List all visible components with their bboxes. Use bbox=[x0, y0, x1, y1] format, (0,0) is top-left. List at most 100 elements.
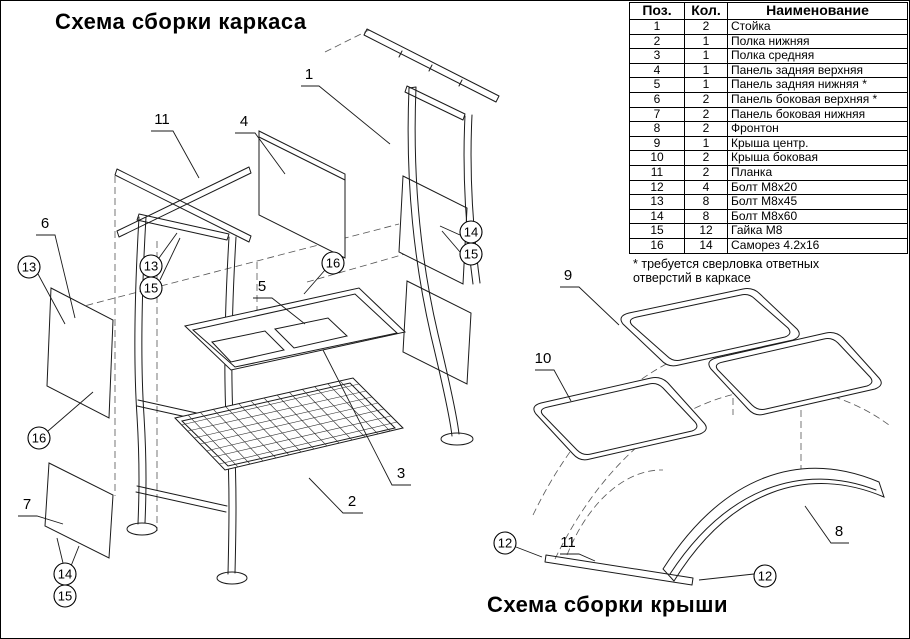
callout-balloon: 15 bbox=[139, 276, 163, 300]
name-cell: Болт М8х60 bbox=[727, 208, 908, 225]
pos-cell: 14 bbox=[629, 208, 685, 225]
name-cell: Болт М8х45 bbox=[727, 194, 908, 210]
pos-cell: 5 bbox=[629, 77, 685, 93]
pos-cell: 16 bbox=[629, 237, 685, 254]
qty-cell: 12 bbox=[684, 223, 728, 239]
callout-text: 8 bbox=[835, 523, 843, 540]
frame-diagram-title: Схема сборки каркаса bbox=[55, 9, 307, 34]
stand-foot bbox=[216, 571, 248, 585]
frame-assembly-drawing: 11 1 4 6 5 3 2 7 13 13 15 16 bbox=[17, 28, 500, 608]
pos-cell: 10 bbox=[629, 150, 685, 166]
callout-text: 7 bbox=[23, 496, 31, 513]
name-cell: Крыша боковая bbox=[727, 150, 908, 166]
callout-circled: 12 12 bbox=[493, 531, 777, 588]
pos-cell: 15 bbox=[629, 223, 685, 239]
callout-text: 3 bbox=[397, 465, 405, 482]
cross-planks bbox=[114, 166, 252, 243]
roof-diagram-title: Схема сборки крыши bbox=[487, 592, 729, 617]
name-cell: Панель задняя верхняя bbox=[727, 62, 908, 79]
pos-cell: 9 bbox=[629, 135, 685, 152]
name-cell: Панель боковая нижняя bbox=[727, 106, 908, 123]
qty-cell: 14 bbox=[684, 237, 728, 254]
roof-center-panel bbox=[620, 288, 800, 367]
parts-table-head: Поз. Кол. Наименование bbox=[629, 2, 908, 20]
qty-cell: 2 bbox=[684, 91, 728, 108]
pos-cell: 3 bbox=[629, 48, 685, 64]
roof-plank bbox=[544, 554, 694, 586]
top-bar bbox=[363, 28, 500, 103]
svg-text:12: 12 bbox=[498, 536, 512, 551]
table-header-row: Поз. Кол. Наименование bbox=[629, 2, 908, 20]
qty-cell: 2 bbox=[684, 150, 728, 166]
callout-plain: 9 10 11 8 bbox=[535, 267, 844, 551]
callout-balloon: 16 bbox=[321, 251, 345, 275]
name-cell: Панель боковая верхняя * bbox=[727, 91, 908, 108]
name-cell: Полка нижняя bbox=[727, 33, 908, 50]
callout-text: 5 bbox=[258, 278, 266, 295]
col-header-name: Наименование bbox=[727, 2, 908, 20]
name-cell: Фронтон bbox=[727, 121, 908, 137]
callout-text: 1 bbox=[305, 66, 313, 83]
callout-balloon: 16 bbox=[27, 426, 51, 450]
svg-text:14: 14 bbox=[464, 225, 478, 240]
stand-foot bbox=[440, 432, 474, 446]
qty-cell: 1 bbox=[684, 135, 728, 152]
callout-balloon: 12 bbox=[753, 564, 777, 588]
right-stand bbox=[404, 85, 481, 446]
qty-cell: 8 bbox=[684, 208, 728, 225]
fronton-panel bbox=[662, 467, 885, 582]
svg-text:15: 15 bbox=[464, 247, 478, 262]
stand-foot bbox=[126, 522, 158, 536]
pos-cell: 11 bbox=[629, 164, 685, 181]
qty-cell: 2 bbox=[684, 19, 728, 35]
name-cell: Саморез 4.2х16 bbox=[727, 237, 908, 254]
callout-text: 9 bbox=[564, 267, 572, 284]
callout-circled: 13 13 15 16 14 15 bbox=[17, 220, 483, 608]
svg-text:16: 16 bbox=[32, 431, 46, 446]
qty-cell: 4 bbox=[684, 179, 728, 196]
side-panel-upper-left bbox=[46, 287, 114, 419]
callout-text: 2 bbox=[348, 493, 356, 510]
name-cell: Панель задняя нижняя * bbox=[727, 77, 908, 93]
name-cell: Стойка bbox=[727, 19, 908, 35]
callout-text: 11 bbox=[560, 534, 576, 551]
callout-balloon: 15 bbox=[53, 584, 77, 608]
callout-balloon: 15 bbox=[459, 242, 483, 266]
back-panel bbox=[258, 130, 346, 259]
roof-side-right bbox=[708, 332, 882, 416]
pos-cell: 12 bbox=[629, 179, 685, 196]
mesh-shelf bbox=[174, 377, 404, 471]
qty-cell: 1 bbox=[684, 62, 728, 79]
curvature-guides bbox=[532, 340, 890, 560]
callout-balloon: 14 bbox=[459, 220, 483, 244]
callout-balloon: 13 bbox=[139, 254, 163, 278]
name-cell: Планка bbox=[727, 164, 908, 181]
qty-cell: 1 bbox=[684, 77, 728, 93]
callout-balloon: 14 bbox=[53, 562, 77, 586]
callout-text: 6 bbox=[41, 215, 49, 232]
pos-cell: 8 bbox=[629, 121, 685, 137]
name-cell: Крыша центр. bbox=[727, 135, 908, 152]
name-cell: Полка средняя bbox=[727, 48, 908, 64]
roof-side-left bbox=[533, 377, 707, 461]
leader-lines bbox=[515, 286, 849, 581]
callout-balloon: 12 bbox=[493, 531, 517, 555]
pos-cell: 4 bbox=[629, 62, 685, 79]
